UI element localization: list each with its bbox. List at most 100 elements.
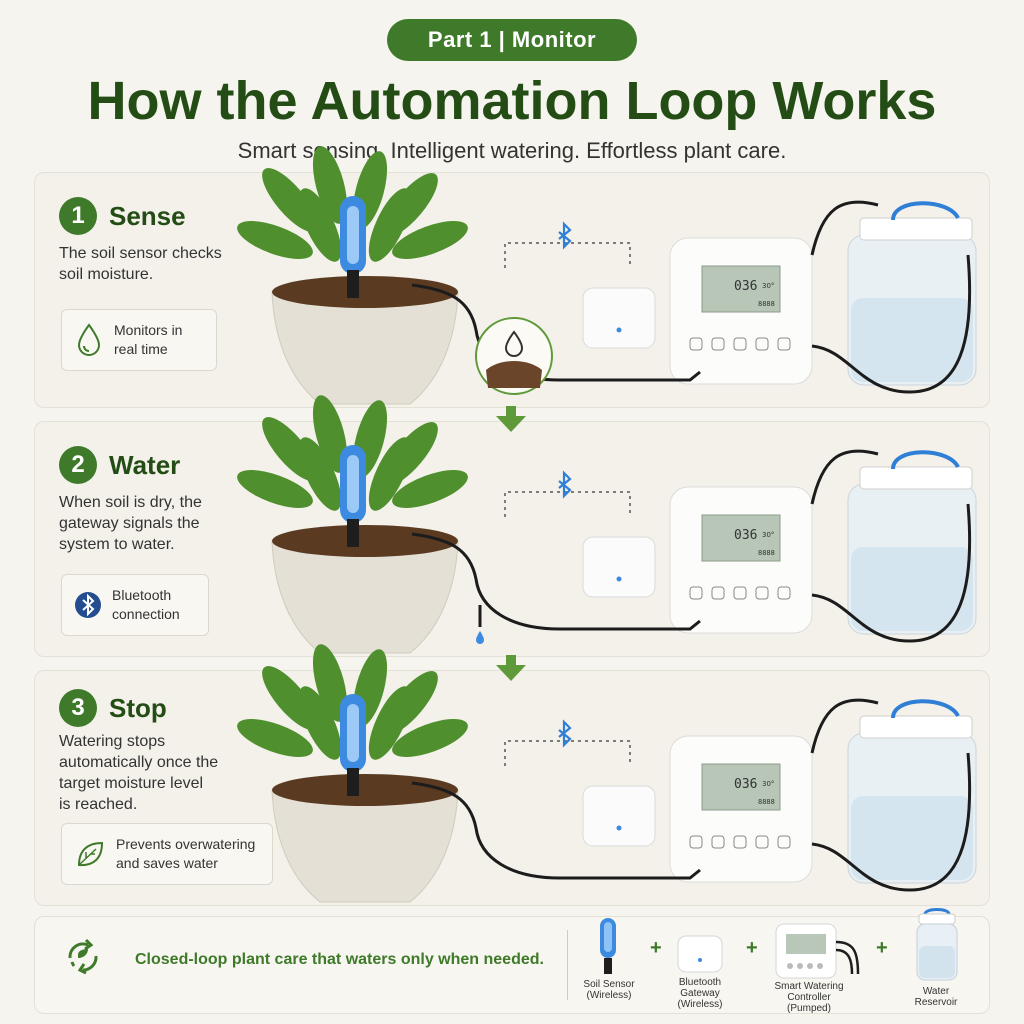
plant-leaf <box>298 686 342 760</box>
controller-button <box>777 337 791 351</box>
lcd-temp: 30° <box>762 531 774 539</box>
reservoir-lid <box>859 715 973 739</box>
plant-leaf <box>392 221 468 259</box>
step-number: 2 <box>59 446 97 484</box>
soil-sensor-window <box>347 206 359 264</box>
soil-sensor-window <box>347 455 359 513</box>
tube <box>411 283 701 382</box>
plant-pot <box>271 540 459 654</box>
step-title: Sense <box>109 200 186 231</box>
plant-leaf <box>312 644 348 722</box>
wireless-link-line <box>504 242 631 268</box>
controller-lcd <box>701 763 781 811</box>
lcd-temp: 30° <box>762 780 774 788</box>
step-badge: Bluetooth connection <box>61 574 209 636</box>
flow-arrow-down <box>496 665 526 681</box>
plant-leaf <box>237 221 313 259</box>
water-drop-icon <box>77 323 101 356</box>
footer-tagline: Closed-loop plant care that waters only … <box>135 951 544 968</box>
step-header: 2 Water <box>59 446 180 484</box>
gateway-led <box>616 576 622 582</box>
plus-sign: + <box>876 937 888 959</box>
tube <box>411 781 701 880</box>
plant-pot <box>271 789 459 903</box>
lcd-row: 8888 <box>758 549 775 557</box>
bluetooth-gateway <box>582 785 656 847</box>
tube <box>811 254 972 394</box>
wireless-link-line <box>504 740 631 766</box>
reservoir-hose <box>891 450 960 470</box>
bluetooth-icon <box>558 221 572 250</box>
plant-leaf <box>312 395 348 473</box>
product-label: Smart Watering Controller (Pumped) <box>774 981 844 1014</box>
reservoir-hose <box>891 699 960 719</box>
controller-button <box>689 586 703 600</box>
leaf-icon <box>77 841 104 867</box>
step-description: The soil sensor checks soil moisture. <box>59 245 222 283</box>
soil-sensor-probe <box>347 768 359 796</box>
controller-button <box>733 835 747 849</box>
step-number: 3 <box>59 689 97 727</box>
plant-leaf <box>298 188 342 262</box>
step-badge: Monitors in real time <box>61 309 217 371</box>
reservoir-water <box>851 298 973 382</box>
plant-pot <box>271 291 459 405</box>
lcd-row: 8888 <box>758 300 775 308</box>
reservoir-lid <box>859 466 973 490</box>
step-number: 1 <box>59 197 97 235</box>
controller-lcd <box>701 514 781 562</box>
controller-button <box>711 586 725 600</box>
reservoir-water <box>851 547 973 631</box>
tube <box>411 532 701 631</box>
water-drop-icon <box>476 631 484 644</box>
product-reservoir-icon <box>916 908 958 981</box>
controller-button <box>689 835 703 849</box>
water-drop-icon <box>504 330 524 357</box>
product-label: Soil Sensor (Wireless) <box>583 979 635 1001</box>
tube <box>810 200 879 256</box>
lcd-value: 036 <box>734 777 757 792</box>
lcd-temp: 30° <box>762 282 774 290</box>
bluetooth-gateway <box>582 536 656 598</box>
badge-label: Monitors in real time <box>114 322 183 357</box>
soil-sensor-probe <box>347 270 359 298</box>
controller-lcd <box>701 265 781 313</box>
reservoir-hose <box>891 201 960 221</box>
pot-soil <box>272 276 458 308</box>
plant-leaf <box>237 719 313 757</box>
controller-button <box>755 337 769 351</box>
step-description: When soil is dry, the gateway signals th… <box>59 494 202 553</box>
controller-button <box>777 835 791 849</box>
plus-sign: + <box>650 937 662 959</box>
part-pill: Part 1 | Monitor <box>387 19 637 61</box>
soil-sensor-probe <box>347 519 359 547</box>
soil-icon <box>486 361 542 388</box>
reservoir-water <box>851 796 973 880</box>
product-soil-sensor-icon <box>600 918 616 974</box>
product-label: Water Reservoir <box>914 986 958 1008</box>
controller-button <box>755 586 769 600</box>
step-header: 3 Stop <box>59 689 167 727</box>
plant-leaf <box>368 686 412 760</box>
tube <box>810 449 879 505</box>
lcd-value: 036 <box>734 279 757 294</box>
step-badge: Prevents overwatering and saves water <box>61 823 273 885</box>
product-label: Bluetooth Gateway (Wireless) <box>677 977 723 1010</box>
controller-button <box>733 586 747 600</box>
controller-button <box>711 337 725 351</box>
step-panel-stop: 3 Stop Watering stops automatically once… <box>34 670 990 906</box>
wireless-link-line <box>504 491 631 517</box>
controller-button <box>689 337 703 351</box>
gateway-led <box>616 327 622 333</box>
reservoir-lid <box>859 217 973 241</box>
flow-arrow-down <box>496 416 526 432</box>
tube <box>811 752 972 892</box>
soil-sensor-window <box>347 704 359 762</box>
plant-leaf <box>392 470 468 508</box>
badge-label: Prevents overwatering and saves water <box>116 836 256 871</box>
step-title: Water <box>109 449 181 480</box>
illustration-row: 036 30° 8888 <box>237 146 977 405</box>
